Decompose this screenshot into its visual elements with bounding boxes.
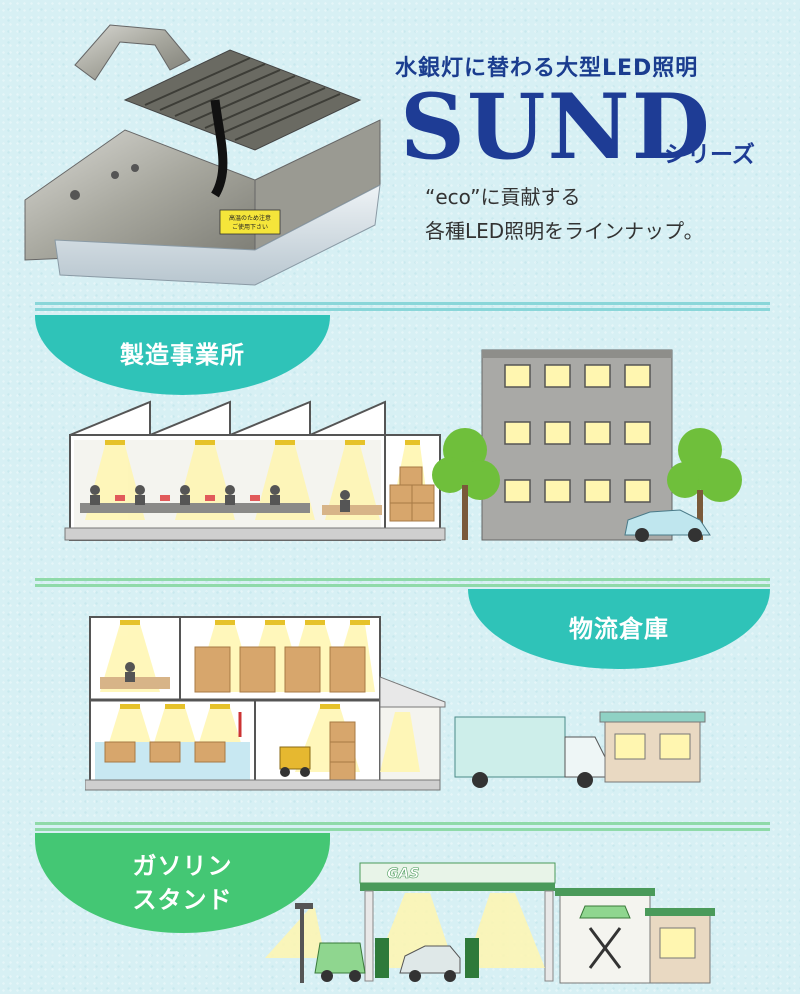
manufacturing-illustration <box>64 349 742 542</box>
series-suffix: シリーズ <box>664 142 755 168</box>
led-fixture-illustration: 高温のため注意 ご使用下さい <box>24 24 381 286</box>
divider-line <box>35 302 770 312</box>
divider-line <box>35 578 770 588</box>
svg-text:高温のため注意: 高温のため注意 <box>229 214 271 222</box>
brand-name: SUND <box>400 74 712 180</box>
description: “eco”に貢献する 各種LED照明をラインナップ。 <box>425 180 704 248</box>
gas-sign-text: GAS <box>387 866 419 882</box>
svg-text:ご使用下さい: ご使用下さい <box>232 223 268 231</box>
description-line-2: 各種LED照明をラインナップ。 <box>425 219 704 243</box>
section-label-text: 物流倉庫 <box>569 615 669 643</box>
section-label-text-line-2: スタンド <box>132 886 233 914</box>
tagline: 水銀灯に替わる大型LED照明 <box>395 56 699 81</box>
section-label-text: 製造事業所 <box>120 341 245 369</box>
description-line-1: “eco”に貢献する <box>425 185 581 209</box>
gas-station-illustration: GAS <box>265 862 715 984</box>
section-label-text-line-1: ガソリン <box>132 852 233 880</box>
warehouse-illustration <box>85 616 706 791</box>
divider-line <box>35 822 770 832</box>
